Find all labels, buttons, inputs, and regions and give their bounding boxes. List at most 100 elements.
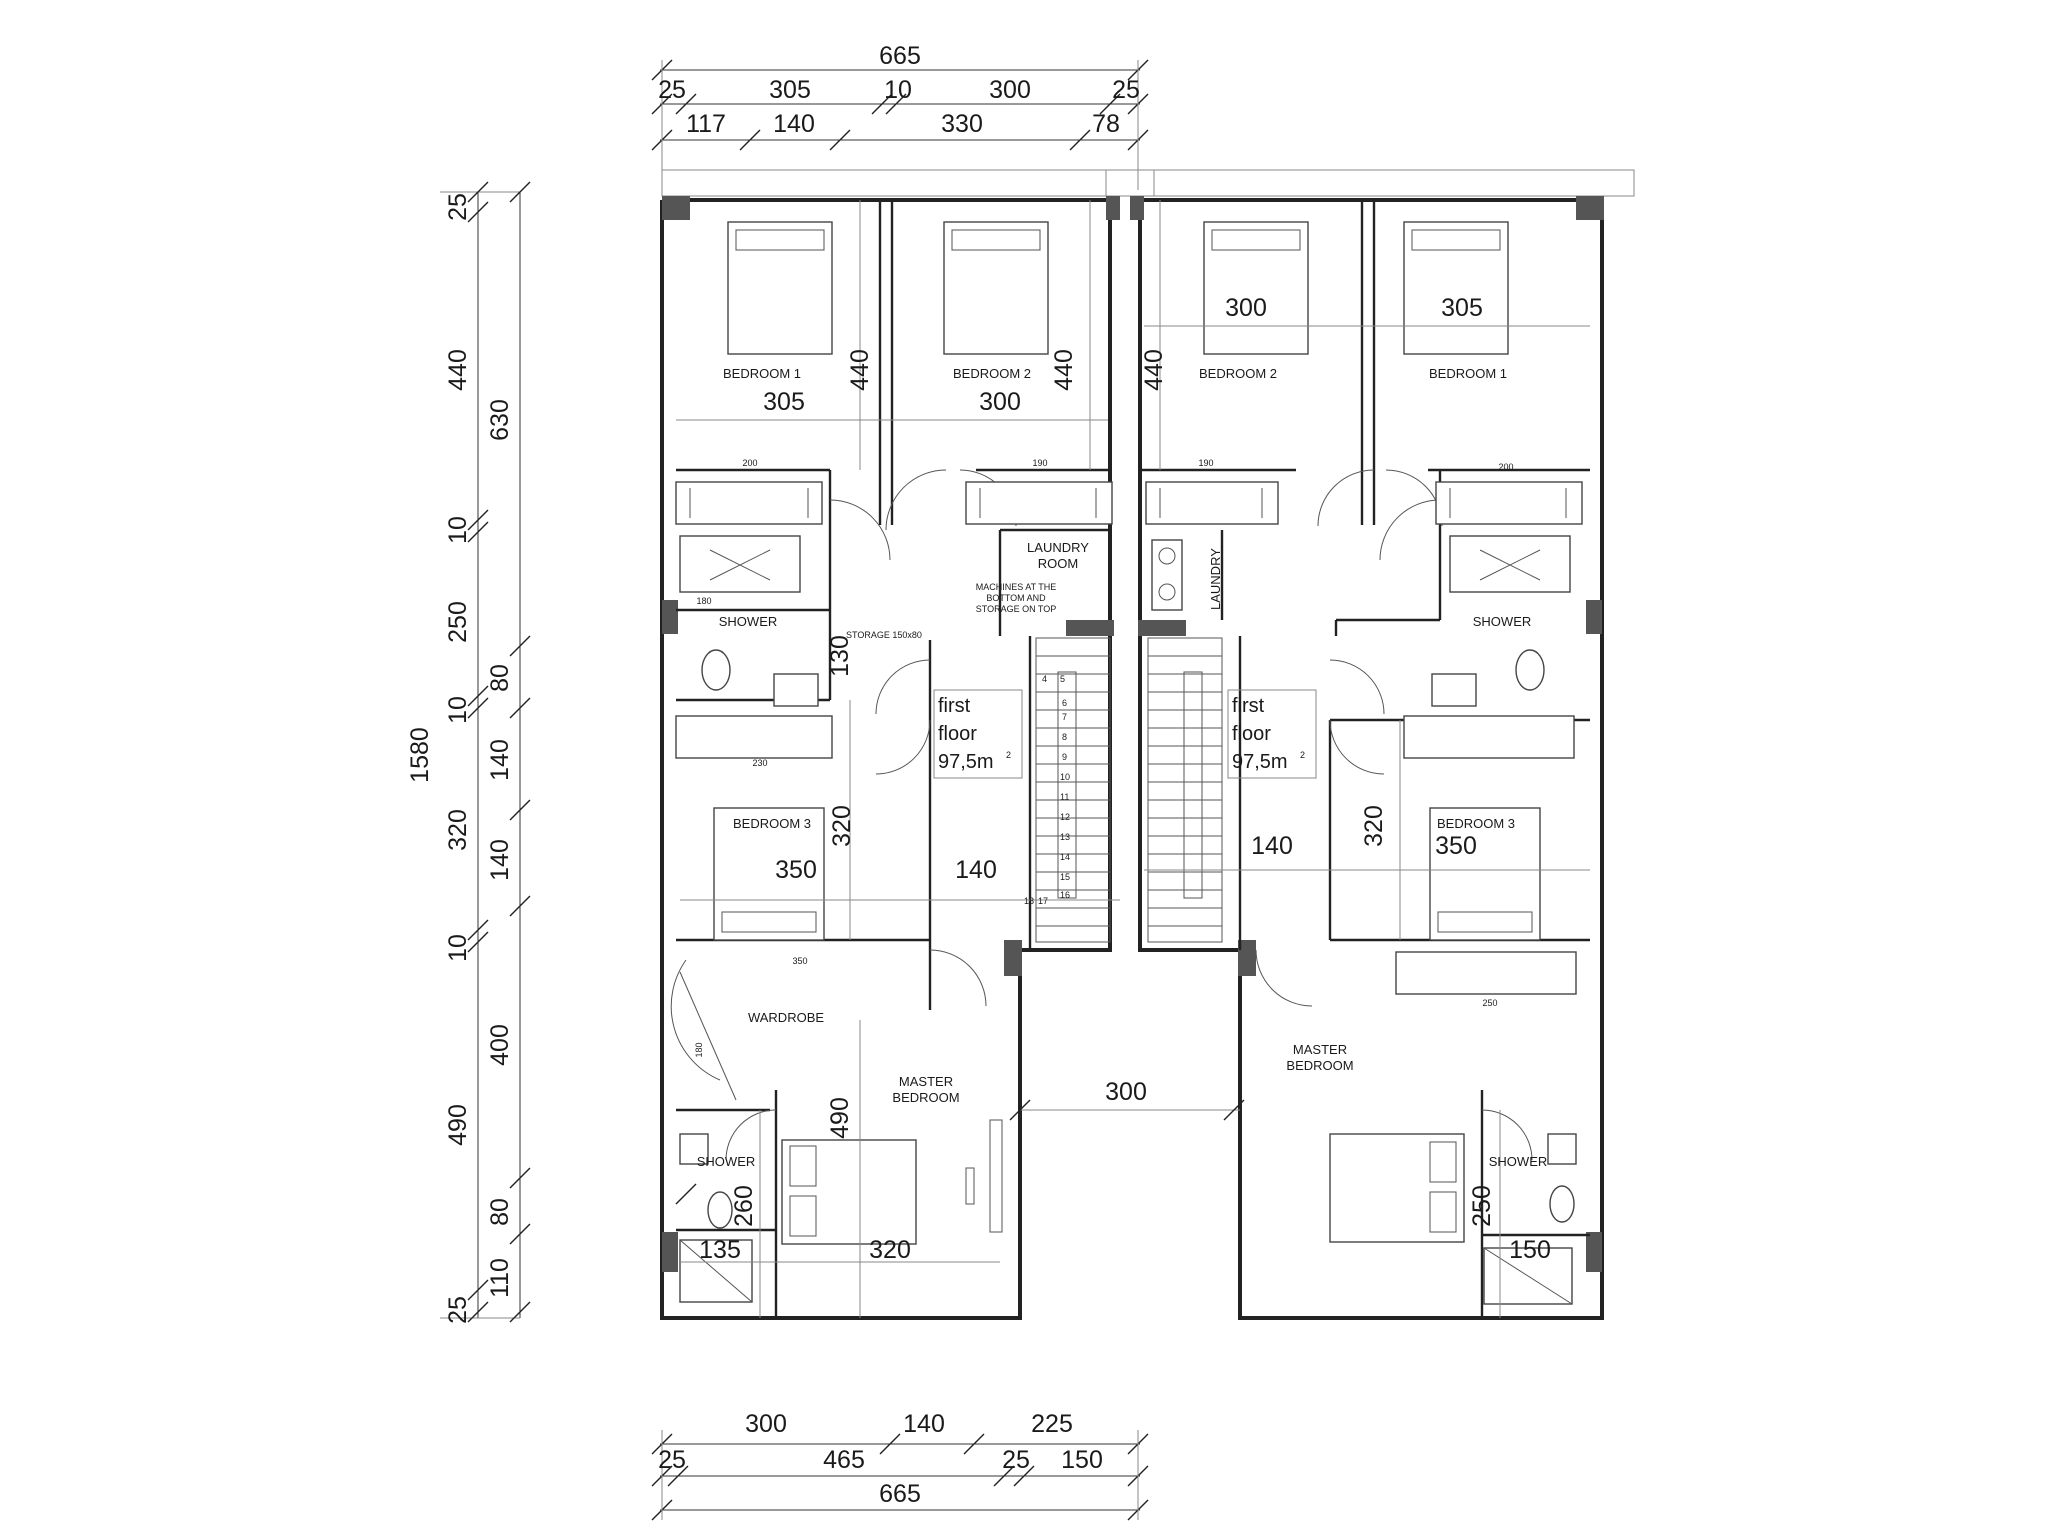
interior-dim: 305: [763, 388, 805, 416]
interior-dim: 350: [1435, 832, 1477, 860]
top-dim: 300: [989, 76, 1031, 104]
bottom-overall-dim: 665: [879, 1480, 921, 1508]
interior-dim: 320: [1360, 805, 1388, 847]
top-overall-dim: 665: [879, 42, 921, 70]
stair-number: 8: [1062, 732, 1067, 742]
room-label: BEDROOM 2: [953, 366, 1031, 381]
room-label: BEDROOM: [1286, 1058, 1353, 1073]
floor-area: 97,5m: [938, 751, 994, 773]
room-label: WARDROBE: [748, 1010, 824, 1025]
small-dim: 180: [696, 596, 711, 606]
left-dim: 250: [444, 601, 472, 643]
left-dim: 10: [444, 696, 472, 724]
interior-dim: 300: [979, 388, 1021, 416]
left-dim: 140: [486, 839, 514, 881]
small-dim: 230: [752, 758, 767, 768]
stair-number: 5: [1060, 674, 1065, 684]
interior-dim: 260: [730, 1185, 758, 1227]
bathroom-fixtures: [679, 535, 1577, 1305]
floor-area-sup: 2: [1300, 750, 1305, 760]
small-dim: 190: [1198, 458, 1213, 468]
stair-number: 18: [1024, 896, 1034, 906]
interior-dim: 440: [1050, 349, 1078, 391]
left-dimensions: 1580 25 440 10 250 10 320 10 490 25 630 …: [406, 181, 531, 1324]
left-dim: 25: [444, 1296, 472, 1324]
beds: [713, 221, 1541, 1245]
interior-dim: 305: [1441, 294, 1483, 322]
room-label: LAUNDRY: [1208, 548, 1223, 610]
left-dim: 110: [486, 1258, 514, 1298]
bottom-dim: 150: [1061, 1446, 1103, 1474]
small-dim: 200: [742, 458, 757, 468]
small-dimensions: 200 190 190 200 180 230 350 250 180: [694, 458, 1514, 1058]
top-dim: 25: [658, 76, 686, 104]
left-dim: 320: [444, 809, 472, 851]
left-dim: 80: [486, 664, 514, 692]
interior-dim: 140: [955, 856, 997, 884]
floor-area-sup: 2: [1006, 750, 1011, 760]
stair-number: 11: [1060, 792, 1069, 802]
room-label: SHOWER: [1473, 614, 1532, 629]
stair-number: 12: [1060, 812, 1070, 822]
laundry-note: MACHINES AT THE: [976, 582, 1057, 592]
floor-label: floor: [1232, 723, 1271, 745]
bottom-dim: 465: [823, 1446, 865, 1474]
interior-dim: 130: [826, 635, 854, 677]
building-walls: [660, 196, 1604, 1320]
stairs-right: [1147, 637, 1223, 943]
stair-number: 15: [1060, 872, 1070, 882]
interior-dim: 150: [1509, 1236, 1551, 1264]
room-label: BEDROOM: [892, 1090, 959, 1105]
floor-area-labels: first floor 97,5m 2 first floor 97,5m 2: [933, 689, 1317, 779]
left-dim: 140: [486, 739, 514, 781]
interior-dim: 300: [1105, 1078, 1147, 1106]
room-label: BEDROOM 3: [1437, 816, 1515, 831]
interior-dimension-lines: [675, 200, 1590, 1318]
stair-number: 6: [1062, 698, 1067, 708]
top-dim: 25: [1112, 76, 1140, 104]
small-dim: 200: [1498, 462, 1513, 472]
left-dim: 25: [444, 193, 472, 221]
storage-label: STORAGE 150x80: [846, 630, 922, 640]
top-dim: 117: [686, 110, 726, 138]
small-dim: 350: [792, 956, 807, 966]
interior-dim: 440: [846, 349, 874, 391]
interior-dim: 300: [1225, 294, 1267, 322]
left-dim: 630: [486, 399, 514, 441]
small-dim: 180: [694, 1042, 704, 1057]
stair-number: 16: [1060, 890, 1070, 900]
top-dim: 305: [769, 76, 811, 104]
top-dim: 140: [773, 110, 815, 138]
top-dimensions: 665 25 305 10 300 25 117 140 330 78: [651, 42, 1635, 197]
room-label: MASTER: [1293, 1042, 1347, 1057]
room-label: SHOWER: [697, 1154, 756, 1169]
stair-number: 17: [1038, 896, 1048, 906]
interior-dim: 490: [826, 1097, 854, 1139]
bottom-dim: 25: [1002, 1446, 1030, 1474]
room-label: LAUNDRY: [1027, 540, 1089, 555]
stair-numbers: 4 5 6 7 8 9 10 11 12 13 14 15 16 18 17: [1024, 674, 1070, 906]
left-overall-dim: 1580: [406, 727, 434, 783]
laundry-note: STORAGE ON TOP: [976, 604, 1057, 614]
floor-area: 97,5m: [1232, 751, 1288, 773]
top-dim: 78: [1092, 110, 1120, 138]
room-label: ROOM: [1038, 556, 1078, 571]
stair-number: 9: [1062, 752, 1067, 762]
stair-number: 4: [1042, 674, 1047, 684]
bottom-dim: 300: [745, 1410, 787, 1438]
interior-dim: 440: [1140, 349, 1168, 391]
interior-dim: 250: [1468, 1185, 1496, 1227]
left-dim: 440: [444, 349, 472, 391]
interior-dim: 135: [699, 1236, 741, 1264]
stair-number: 13: [1060, 832, 1070, 842]
stair-number: 7: [1062, 712, 1067, 722]
bottom-dim: 140: [903, 1410, 945, 1438]
stair-number: 10: [1060, 772, 1070, 782]
laundry-note: BOTTOM AND: [986, 593, 1046, 603]
room-labels: BEDROOM 1 BEDROOM 2 BEDROOM 2 BEDROOM 1 …: [697, 366, 1548, 1169]
floor-label: floor: [938, 723, 977, 745]
left-dim: 490: [444, 1104, 472, 1146]
left-dim: 10: [444, 516, 472, 544]
room-label: BEDROOM 2: [1199, 366, 1277, 381]
bottom-dim: 25: [658, 1446, 686, 1474]
